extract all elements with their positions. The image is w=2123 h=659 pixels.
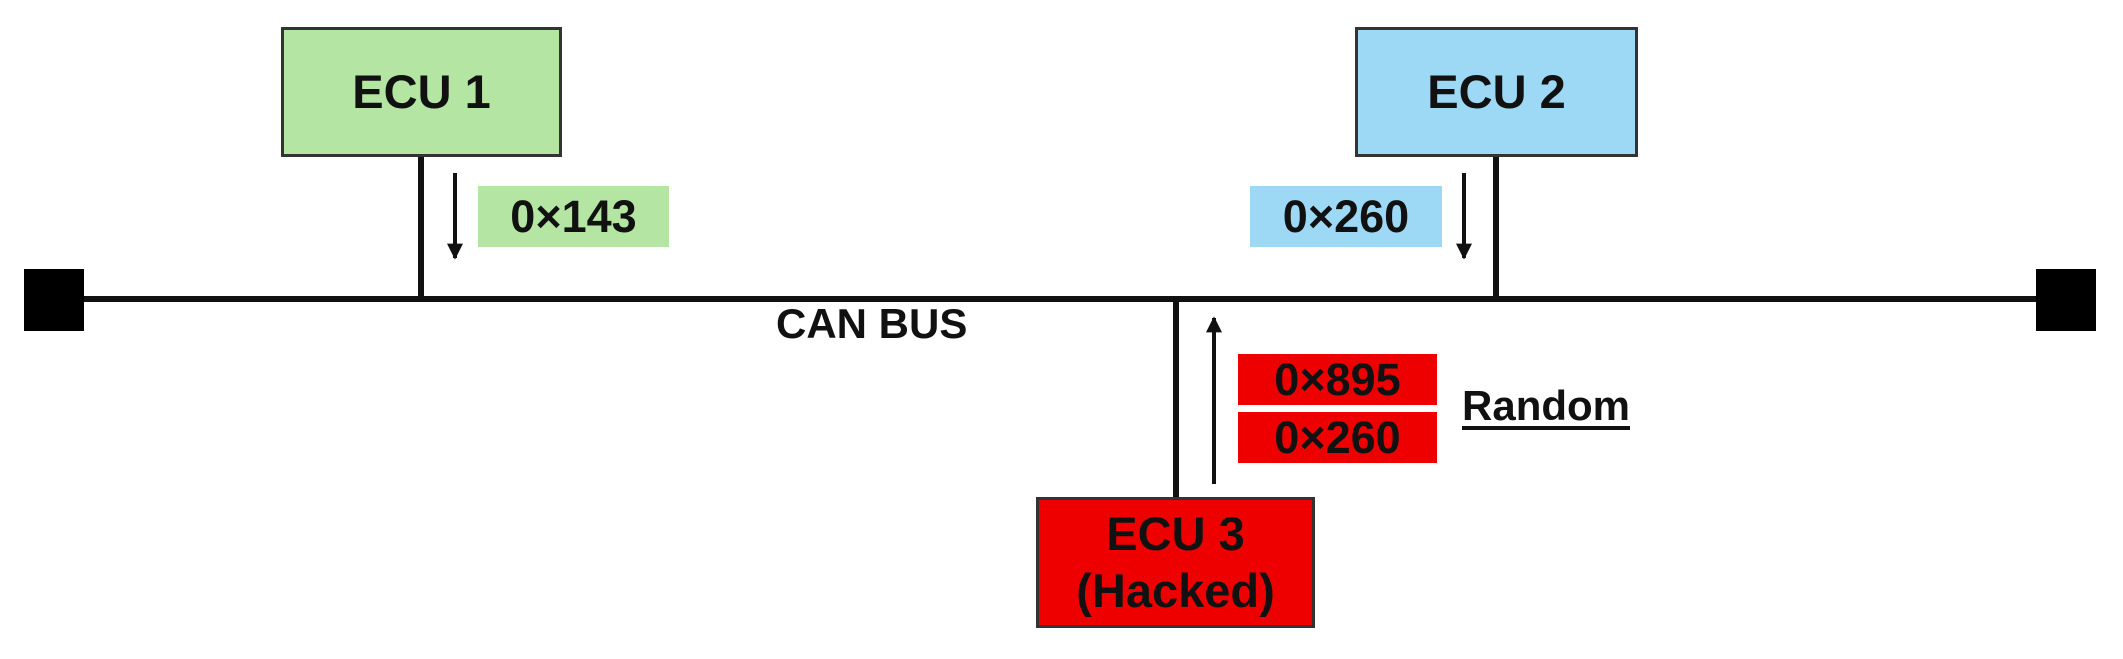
left-terminator <box>24 269 84 331</box>
ecu2-box: ECU 2 <box>1355 27 1638 157</box>
ecu3-box: ECU 3 (Hacked) <box>1036 497 1315 628</box>
ecu1-box: ECU 1 <box>281 27 562 157</box>
ecu3-label-line1: ECU 3 <box>1106 507 1245 561</box>
ecu2-label: ECU 2 <box>1427 64 1566 118</box>
ecu3-message-id-2: 0×260 <box>1238 412 1437 463</box>
ecu1-label: ECU 1 <box>352 64 491 118</box>
random-label: Random <box>1462 382 1630 429</box>
right-terminator <box>2036 269 2096 331</box>
can-bus-label: CAN BUS <box>776 300 968 347</box>
ecu2-message-id: 0×260 <box>1250 186 1442 247</box>
ecu1-message-id: 0×143 <box>478 186 669 247</box>
ecu3-message-id-1: 0×895 <box>1238 354 1437 405</box>
ecu3-label-line2: (Hacked) <box>1076 563 1275 617</box>
